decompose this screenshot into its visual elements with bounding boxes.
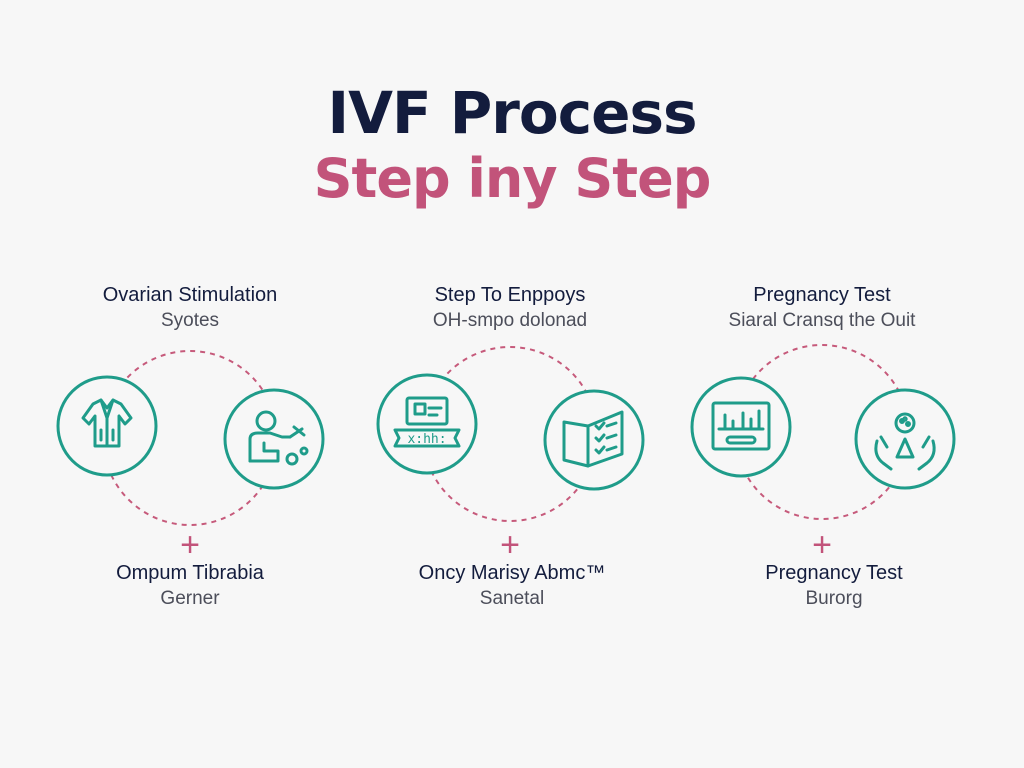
step-2-title: Step To Enppoys — [434, 284, 586, 306]
connector-plus: + — [812, 526, 832, 564]
icon-badge — [543, 389, 645, 491]
page-subtitle: Step iny Step — [313, 147, 712, 210]
step-2-bottom-label: Oncy Marisy Abmc™ Sanetal — [352, 562, 672, 610]
process-group-1: + — [56, 350, 325, 564]
step-1-bottom-title: Ompum Tibrabia — [116, 562, 264, 584]
step-2-subtitle: OH-smpo dolonad — [432, 310, 588, 331]
page-title: IVF Process — [327, 79, 697, 147]
step-3-bottom-subtitle: Burorg — [805, 588, 863, 609]
step-3-top-label: Pregnancy Test Siaral Cransq the Ouit — [662, 284, 982, 332]
process-group-3: + — [690, 344, 956, 564]
step-3-bottom-title: Pregnancy Test — [765, 562, 903, 584]
step-1-bottom-label: Ompum Tibrabia Gerner — [30, 562, 350, 610]
step-2-top-label: Step To Enppoys OH-smpo dolonad — [350, 284, 670, 332]
step-3-subtitle: Siaral Cransq the Ouit — [728, 310, 916, 331]
icon-badge — [223, 388, 325, 490]
step-1-title: Ovarian Stimulation — [102, 284, 278, 306]
icon-badge — [690, 376, 792, 478]
connector-plus: + — [180, 526, 200, 564]
step-2-bottom-subtitle: Sanetal — [479, 588, 545, 609]
step-3-bottom-label: Pregnancy Test Burorg — [674, 562, 994, 610]
step-1-subtitle: Syotes — [160, 310, 220, 331]
step-2-bottom-title: Oncy Marisy Abmc™ — [418, 562, 606, 584]
step-1-bottom-subtitle: Gerner — [160, 588, 220, 609]
connector-plus: + — [500, 526, 520, 564]
step-1-top-label: Ovarian Stimulation Syotes — [30, 284, 350, 332]
process-group-2: + — [376, 346, 645, 564]
step-3-title: Pregnancy Test — [753, 284, 891, 306]
